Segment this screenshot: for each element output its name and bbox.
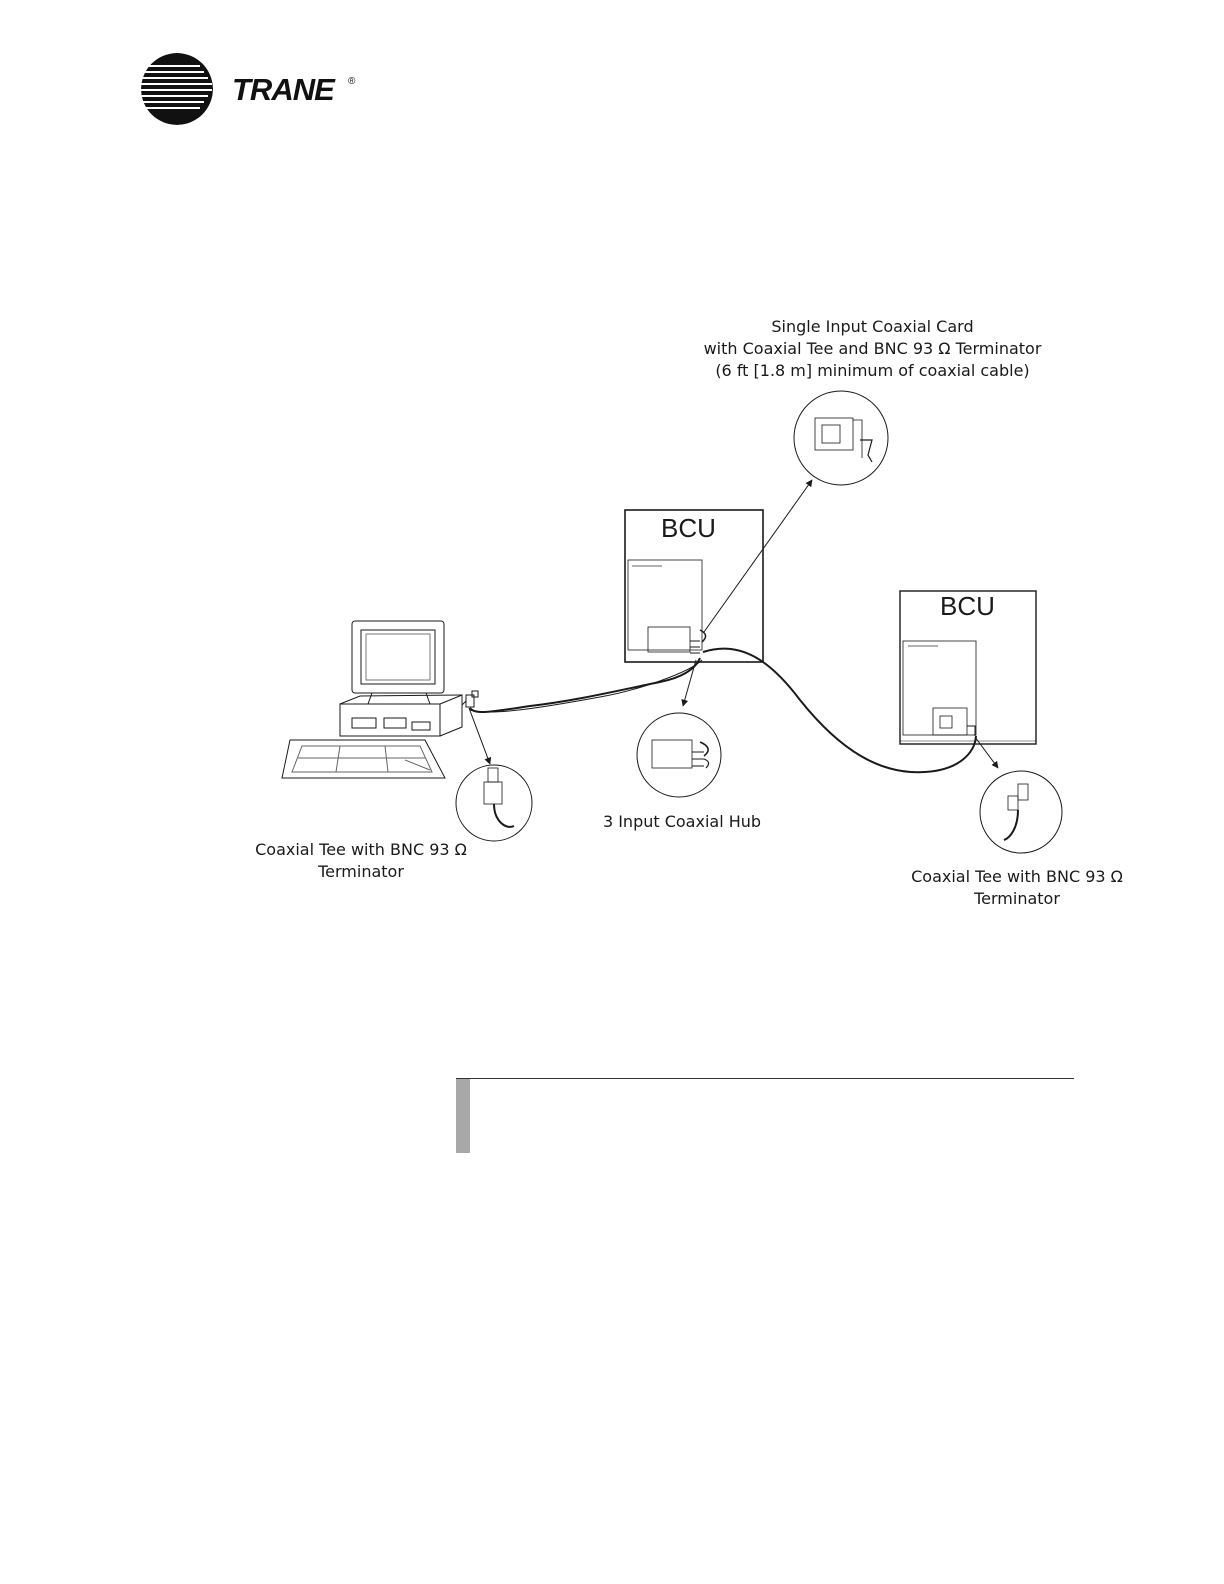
callout-remote-tee-line-2: Terminator	[904, 888, 1130, 910]
pc-coaxial-tee	[462, 691, 478, 707]
callout-pc-tee-line-1: Coaxial Tee with BNC 93 Ω	[248, 839, 474, 861]
zoom-remote-tee	[980, 771, 1062, 853]
coaxial-cable-pc-to-bcu	[470, 658, 700, 712]
registered-mark: ®	[348, 76, 356, 87]
trane-globe-icon	[141, 53, 213, 125]
bcu-remote-label: BCU	[940, 591, 995, 621]
callout-3-input-hub-line-1: 3 Input Coaxial Hub	[592, 811, 772, 833]
coaxial-cable-bcu-to-remote	[703, 649, 976, 773]
callout-single-input-card: Single Input Coaxial Card with Coaxial T…	[700, 316, 1045, 382]
callout-remote-tee: Coaxial Tee with BNC 93 Ω Terminator	[904, 866, 1130, 910]
callout-pc-tee-line-2: Terminator	[248, 861, 474, 883]
callout-single-input-card-line-1: Single Input Coaxial Card	[700, 316, 1045, 338]
bcu-main-board	[628, 560, 702, 650]
callout-arrows	[469, 480, 998, 768]
system-unit	[340, 704, 440, 736]
bcu-main-hub-card	[648, 627, 690, 652]
note-bar	[456, 1079, 470, 1153]
bcu-remote-card	[933, 708, 967, 735]
callout-single-input-card-line-3: (6 ft [1.8 m] minimum of coaxial cable)	[700, 360, 1045, 382]
brand-wordmark: TRANE	[232, 72, 336, 107]
zoom-single-input-card	[794, 391, 888, 485]
zoom-3-input-hub	[637, 713, 721, 797]
note-box	[456, 1078, 1074, 1152]
callout-3-input-hub: 3 Input Coaxial Hub	[592, 811, 772, 833]
callout-remote-tee-line-1: Coaxial Tee with BNC 93 Ω	[904, 866, 1130, 888]
bcu-main-label: BCU	[661, 513, 716, 543]
callout-pc-tee: Coaxial Tee with BNC 93 Ω Terminator	[248, 839, 474, 883]
callout-single-input-card-line-2: with Coaxial Tee and BNC 93 Ω Terminator	[700, 338, 1045, 360]
bcu-remote-board	[903, 641, 976, 735]
trane-logo: TRANE ®	[141, 53, 356, 125]
computer-workstation	[282, 621, 462, 778]
zoom-pc-tee	[456, 765, 532, 841]
